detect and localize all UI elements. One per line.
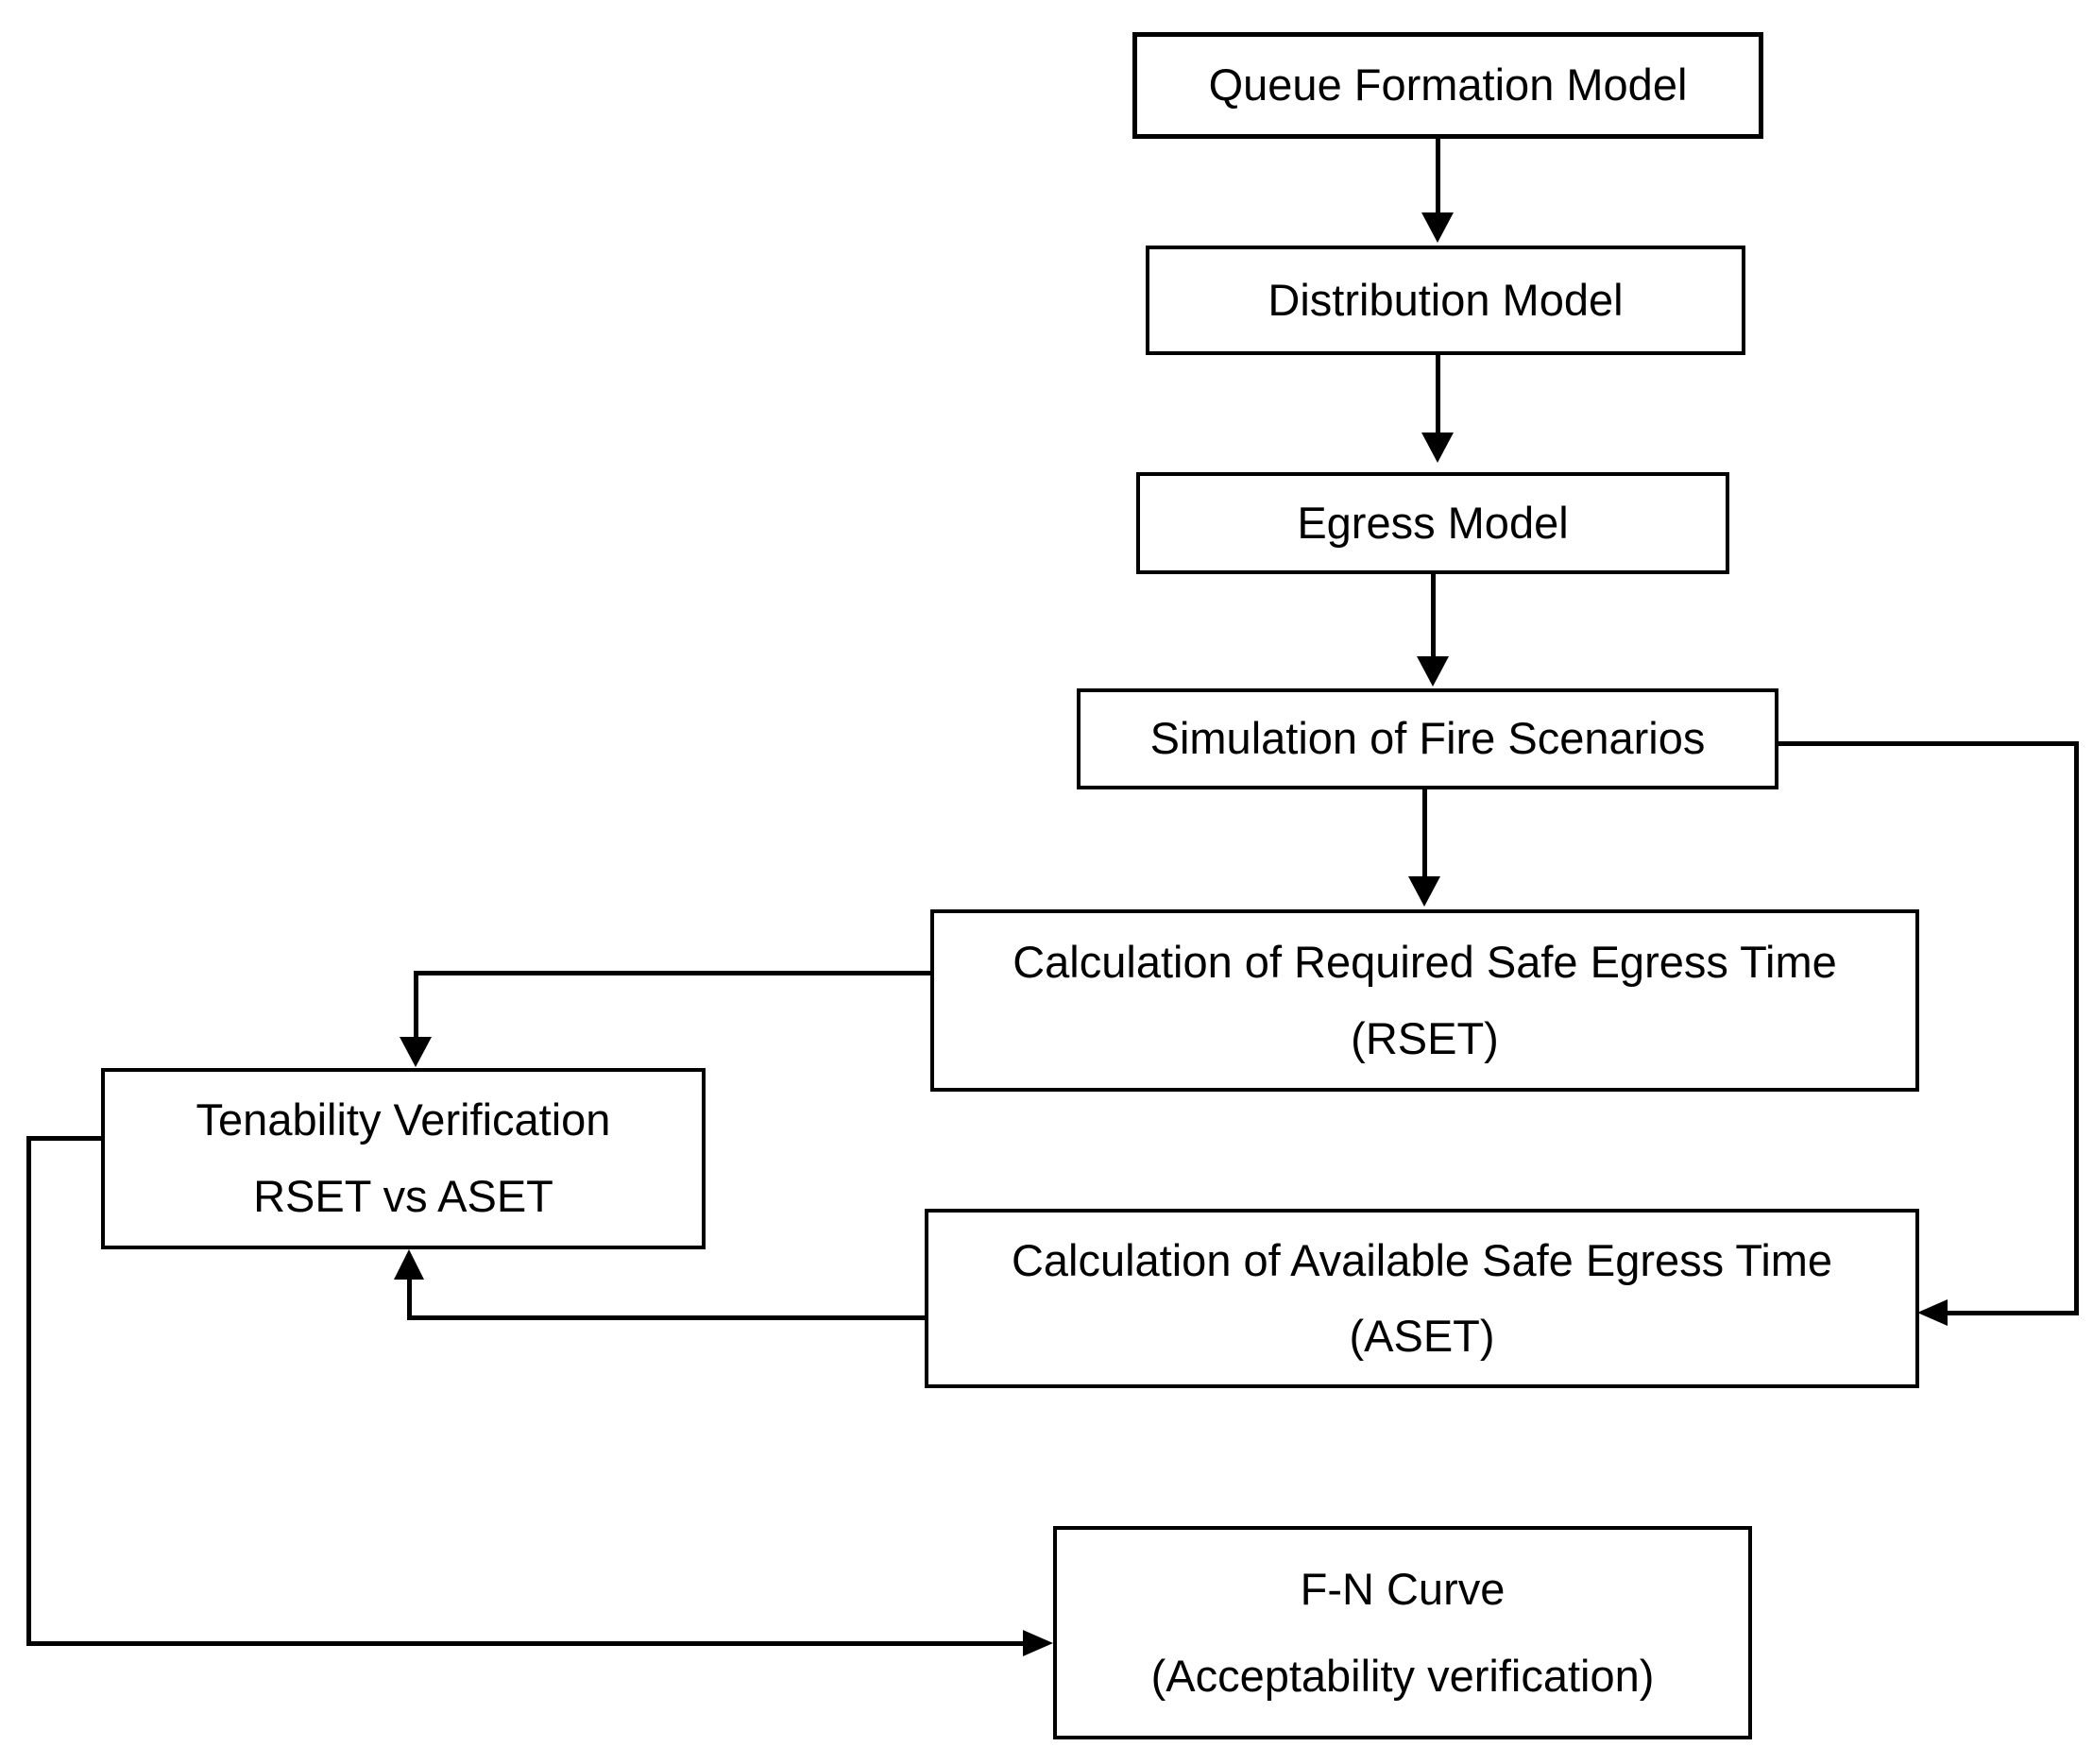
edge-tenability-to-fn-top-horizontal-line (26, 1136, 105, 1141)
arrow-down-icon (1421, 212, 1454, 243)
node-label-line2: (ASET) (1349, 1310, 1495, 1361)
node-egress-model: Egress Model (1136, 472, 1729, 574)
node-label-line2: (RSET) (1351, 1012, 1499, 1063)
edge-simulation-to-aset-top-horizontal-line (1778, 741, 2079, 746)
node-label-line1: Tenability Verification (196, 1094, 611, 1145)
node-label: Distribution Model (1268, 274, 1624, 325)
node-label-line2: RSET vs ASET (253, 1171, 553, 1222)
node-label-line1: Calculation of Available Safe Egress Tim… (1011, 1234, 1833, 1285)
node-label: Simulation of Fire Scenarios (1149, 713, 1706, 764)
edge-aset-to-tenability-horizontal-line (409, 1315, 927, 1320)
arrow-down-icon (1421, 433, 1454, 463)
arrow-down-icon (400, 1037, 432, 1067)
edge-egress-to-simulation-line (1431, 574, 1436, 658)
node-tenability-verification: Tenability Verification RSET vs ASET (101, 1068, 706, 1249)
arrow-up-icon (394, 1249, 424, 1280)
edge-simulation-to-aset-vertical-line (2074, 741, 2079, 1315)
node-calculation-rset: Calculation of Required Safe Egress Time… (930, 909, 1919, 1092)
node-label: Egress Model (1297, 497, 1569, 548)
node-distribution-model: Distribution Model (1146, 246, 1745, 355)
arrow-down-icon (1408, 876, 1440, 907)
node-queue-formation-model: Queue Formation Model (1132, 32, 1763, 139)
edge-tenability-to-fn-vertical-line (26, 1136, 31, 1646)
arrow-right-icon (1023, 1630, 1053, 1656)
edge-rset-to-tenability-vertical-line (414, 971, 418, 1039)
edge-aset-to-tenability-vertical-line (407, 1277, 412, 1320)
edge-tenability-to-fn-bottom-horizontal-line (26, 1641, 1025, 1646)
edge-distribution-to-egress-line (1436, 355, 1440, 434)
node-label: Queue Formation Model (1208, 59, 1688, 110)
node-simulation-of-fire-scenarios: Simulation of Fire Scenarios (1077, 688, 1778, 789)
edge-simulation-to-rset-line (1422, 789, 1427, 878)
node-label-line1: F-N Curve (1300, 1563, 1506, 1614)
node-fn-curve: F-N Curve (Acceptability verification) (1053, 1526, 1752, 1739)
node-label-line2: (Acceptability verification) (1150, 1650, 1655, 1701)
arrow-down-icon (1417, 656, 1449, 687)
node-calculation-aset: Calculation of Available Safe Egress Tim… (925, 1209, 1919, 1388)
edge-queue-to-distribution-line (1436, 139, 1440, 214)
edge-rset-to-tenability-horizontal-line (416, 971, 933, 975)
arrow-left-icon (1917, 1299, 1948, 1326)
edge-simulation-to-aset-bottom-horizontal-line (1948, 1311, 2079, 1315)
node-label-line1: Calculation of Required Safe Egress Time (1012, 936, 1837, 987)
